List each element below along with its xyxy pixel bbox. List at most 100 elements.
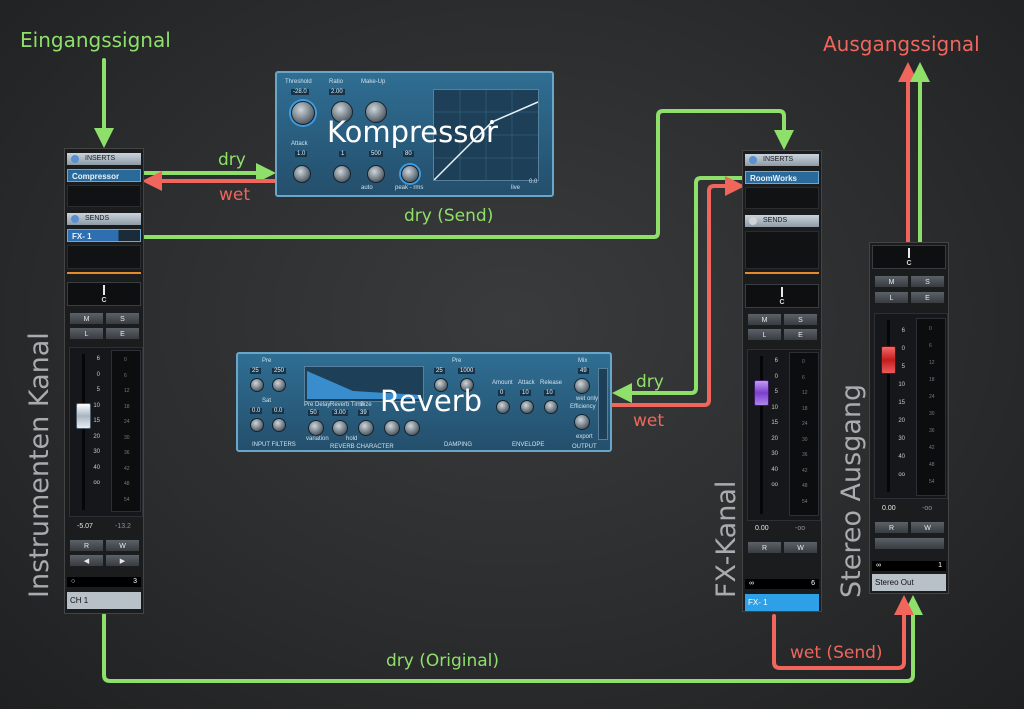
damping-pre-value-2[interactable]: 1000 [458, 368, 476, 374]
inserts-power-icon[interactable] [749, 156, 757, 164]
solo-button[interactable]: S [105, 312, 140, 325]
sat-knob-2[interactable] [272, 418, 286, 432]
inserts-power-icon[interactable] [71, 155, 79, 163]
next-button[interactable]: ▶ [105, 554, 140, 567]
edit-button[interactable]: E [105, 327, 140, 340]
mute-button[interactable]: M [747, 313, 782, 326]
auto-label[interactable]: auto [361, 185, 373, 191]
read-button[interactable]: R [874, 521, 909, 534]
efficiency-knob[interactable] [574, 414, 590, 430]
makeup-knob[interactable] [365, 101, 387, 123]
width-knob[interactable] [404, 420, 420, 436]
analysis-value[interactable]: 80 [403, 151, 414, 157]
predelay-value[interactable]: 50 [308, 410, 319, 416]
send-slot-empty[interactable] [67, 245, 141, 269]
pre-value-2[interactable]: 250 [272, 368, 287, 374]
variation-label[interactable]: variation [306, 436, 329, 442]
send-slot-fx1[interactable]: FX- 1 [67, 229, 141, 242]
hold-knob[interactable] [333, 165, 351, 183]
hold-value[interactable]: 1 [339, 151, 347, 157]
pre-knob[interactable] [250, 378, 264, 392]
release-value[interactable]: 10 [544, 390, 555, 396]
solo-button[interactable]: S [783, 313, 818, 326]
read-button[interactable]: R [747, 541, 782, 554]
sends-header[interactable]: SENDS [67, 213, 141, 225]
hold-label[interactable]: hold [346, 436, 358, 442]
pan-control[interactable]: C [745, 284, 819, 308]
fader-handle[interactable] [754, 380, 769, 406]
read-button[interactable]: R [69, 539, 104, 552]
predelay-knob[interactable] [308, 420, 324, 436]
listen-button[interactable]: L [874, 291, 909, 304]
size-knob[interactable] [358, 420, 374, 436]
sends-power-icon[interactable] [749, 217, 757, 225]
fader-handle[interactable] [76, 403, 91, 429]
listen-button[interactable]: L [69, 327, 104, 340]
write-button[interactable]: W [105, 539, 140, 552]
channel-name[interactable]: CH 1 [67, 592, 141, 609]
mix-knob[interactable] [574, 378, 590, 394]
edit-button[interactable]: E [783, 328, 818, 341]
curve-knee-point[interactable] [490, 120, 494, 124]
inserts-header[interactable]: INSERTS [67, 153, 141, 165]
sends-power-icon[interactable] [71, 215, 79, 223]
sat-knob[interactable] [250, 418, 264, 432]
write-button[interactable]: W [910, 521, 945, 534]
threshold-value[interactable]: -28.0 [291, 89, 309, 95]
sat-value-2[interactable]: 0.0 [272, 408, 285, 414]
reverbtime-value[interactable]: 3.00 [332, 410, 348, 416]
listen-button[interactable]: L [747, 328, 782, 341]
record-icon[interactable]: ○ [71, 578, 76, 585]
link-icon[interactable]: ∞ [876, 562, 881, 569]
link-icon[interactable]: ∞ [749, 580, 754, 587]
amount-knob[interactable] [496, 400, 510, 414]
diffusion-knob[interactable] [384, 420, 400, 436]
analysis-knob[interactable] [401, 165, 419, 183]
reverbtime-knob[interactable] [332, 420, 348, 436]
attack-value[interactable]: 10 [520, 390, 531, 396]
mute-button[interactable]: M [69, 312, 104, 325]
insert-slot-empty[interactable] [67, 185, 141, 207]
damping-knob-2[interactable] [460, 378, 474, 392]
damping-knob[interactable] [434, 378, 448, 392]
write-button[interactable]: W [783, 541, 818, 554]
release-value[interactable]: 500 [369, 151, 384, 157]
attack-value[interactable]: 1.0 [295, 151, 308, 157]
export-label[interactable]: export [576, 434, 593, 440]
mix-value[interactable]: 49 [578, 368, 589, 374]
threshold-knob[interactable] [291, 101, 315, 125]
damping-pre-value[interactable]: 25 [434, 368, 445, 374]
insert-slot-empty[interactable] [745, 187, 819, 209]
fader-track[interactable] [82, 354, 85, 510]
attack-knob[interactable] [520, 400, 534, 414]
attack-knob[interactable] [293, 165, 311, 183]
edit-button[interactable]: E [910, 291, 945, 304]
release-knob[interactable] [544, 400, 558, 414]
amount-value[interactable]: 0 [498, 390, 506, 396]
solo-button[interactable]: S [910, 275, 945, 288]
sends-header[interactable]: SENDS [745, 215, 819, 227]
release-knob[interactable] [367, 165, 385, 183]
channel-name[interactable]: FX- 1 [745, 594, 819, 611]
pre-knob-2[interactable] [272, 378, 286, 392]
wet-only-label[interactable]: wet only [576, 396, 599, 402]
ratio-knob[interactable] [331, 101, 353, 123]
fader-handle[interactable] [881, 346, 896, 374]
fader-track[interactable] [760, 356, 763, 514]
insert-slot-roomworks[interactable]: RoomWorks [745, 171, 819, 184]
mute-button[interactable]: M [874, 275, 909, 288]
prev-button[interactable]: ◀ [69, 554, 104, 567]
live-label[interactable]: live [511, 185, 521, 191]
send-slot-empty[interactable] [745, 231, 819, 269]
pan-control[interactable]: C [67, 282, 141, 306]
automation-empty-button[interactable] [874, 537, 945, 550]
channel-name[interactable]: Stereo Out [872, 574, 946, 591]
inserts-header[interactable]: INSERTS [745, 154, 819, 166]
insert-slot-compressor[interactable]: Compressor [67, 169, 141, 182]
size-value[interactable]: 39 [358, 410, 369, 416]
pan-control[interactable]: C [872, 245, 946, 269]
sat-value[interactable]: 0.0 [250, 408, 263, 414]
fader-track[interactable] [887, 320, 890, 492]
ratio-value[interactable]: 2.00 [329, 89, 345, 95]
pre-value[interactable]: 25 [250, 368, 261, 374]
